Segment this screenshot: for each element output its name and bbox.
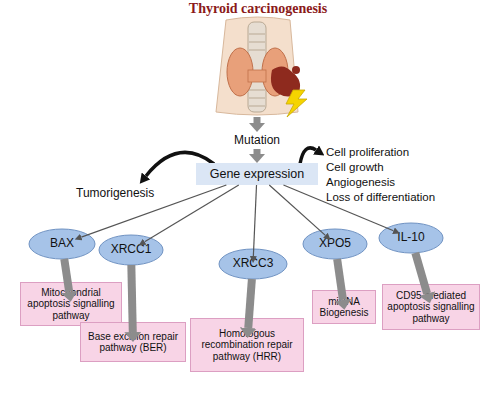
neck-outline bbox=[216, 17, 298, 115]
thyroid-isthmus bbox=[248, 70, 266, 82]
ellipse-shape bbox=[29, 229, 95, 259]
curved-arrow bbox=[300, 148, 316, 164]
annotation-label: Cell proliferation bbox=[326, 146, 409, 158]
gene-expression-box: Gene expression bbox=[196, 163, 318, 185]
lightning-bolt bbox=[286, 90, 307, 117]
tumour-mass bbox=[292, 66, 300, 74]
node-text: XRCC1 bbox=[111, 243, 152, 257]
node-text: BAX bbox=[50, 237, 74, 251]
connector-arrow bbox=[283, 185, 393, 231]
node-text: IL-10 bbox=[397, 231, 424, 245]
connector-arrow bbox=[145, 185, 239, 242]
annotation-label: Mutation bbox=[234, 133, 280, 147]
annotation-label: Cell growth bbox=[326, 161, 384, 173]
connector-arrow bbox=[253, 185, 256, 256]
gene-ellipse: XPO5 bbox=[302, 228, 368, 260]
node-text: Homologous recombination repair pathway … bbox=[195, 328, 299, 363]
block-arrow bbox=[337, 259, 343, 300]
ellipse-shape bbox=[99, 235, 163, 265]
node-text: Mitochondrial apoptosis signalling pathw… bbox=[25, 287, 117, 322]
annotation-label: Tumorigenesis bbox=[76, 186, 154, 200]
block-arrow bbox=[415, 253, 427, 294]
block-arrow bbox=[131, 265, 132, 332]
connector-arrow bbox=[269, 185, 325, 235]
annotation-label: Loss of differentiation bbox=[326, 191, 435, 203]
ellipse-shape bbox=[303, 229, 367, 259]
gene-ellipse: BAX bbox=[28, 228, 96, 260]
annotation-label: Angiogenesis bbox=[326, 176, 395, 188]
node-text: XPO5 bbox=[319, 237, 351, 251]
block-arrow bbox=[64, 259, 69, 292]
node-text: XRCC3 bbox=[233, 257, 274, 271]
block-arrow bbox=[248, 279, 252, 328]
node-text: Base excision repair pathway (BER) bbox=[85, 331, 181, 354]
trachea-rings bbox=[249, 34, 265, 106]
pathway-box: CD95-mediated apoptosis signalling pathw… bbox=[382, 284, 480, 330]
flow-arrow bbox=[254, 149, 261, 154]
node-text: CD95-mediated apoptosis signalling pathw… bbox=[387, 290, 475, 325]
flow-arrow bbox=[254, 117, 261, 123]
node-text: Gene expression bbox=[210, 167, 305, 181]
ellipse-shape bbox=[379, 223, 443, 253]
diagram-title: Thyroid carcinogenesis bbox=[189, 1, 327, 17]
gene-ellipse: IL-10 bbox=[378, 222, 444, 254]
connector-arrow bbox=[81, 185, 226, 237]
gene-ellipse: XRCC1 bbox=[98, 234, 164, 266]
